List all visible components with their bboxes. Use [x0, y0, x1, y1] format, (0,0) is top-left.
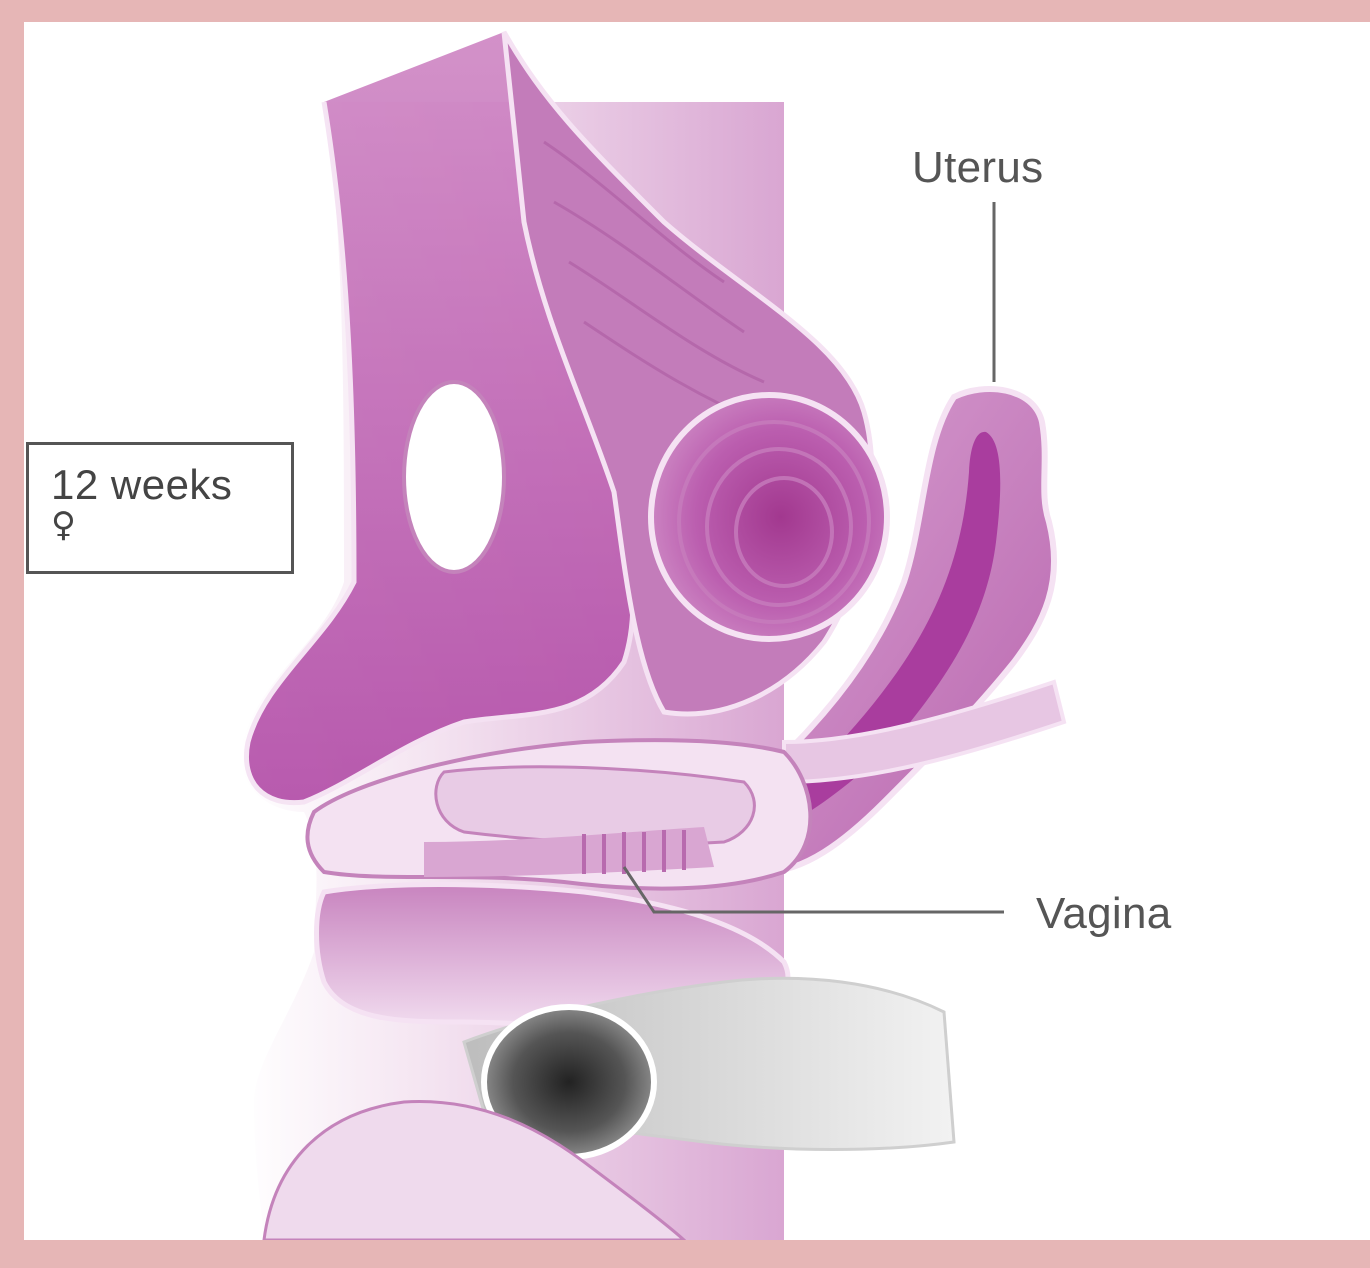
- diagram-frame: 12 weeks ♀ Uterus Vagina: [24, 22, 1370, 1240]
- vagina-label: Vagina: [1036, 890, 1172, 938]
- age-label: 12 weeks: [51, 463, 291, 507]
- female-symbol-icon: ♀: [51, 507, 291, 543]
- age-box: 12 weeks ♀: [26, 442, 294, 574]
- pelvic-anatomy-illustration: [24, 22, 1370, 1240]
- uterus-label: Uterus: [912, 144, 1043, 192]
